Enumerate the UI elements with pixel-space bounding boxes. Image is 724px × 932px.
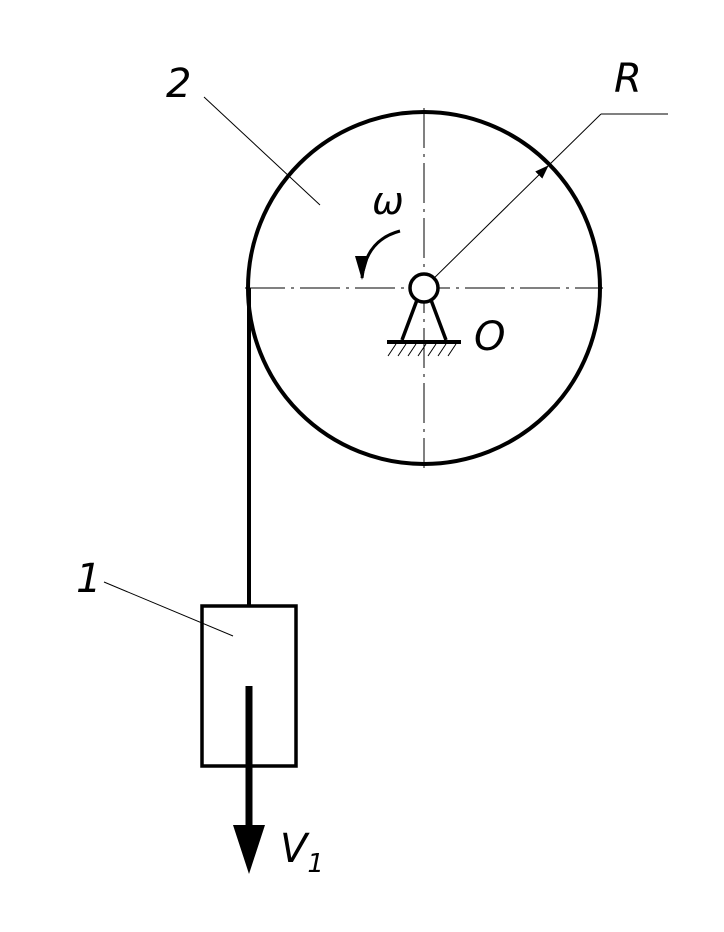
label-velocity-sub: 1 <box>307 849 324 879</box>
label-radius: R <box>614 56 642 102</box>
pivot-pin <box>408 272 440 304</box>
omega-rotation-arrow <box>355 229 401 280</box>
leader-line-2 <box>203 96 321 206</box>
pivot-support <box>387 272 461 357</box>
leader-line-1 <box>103 581 234 637</box>
label-velocity: V1 <box>280 826 324 879</box>
label-disk-2: 2 <box>166 61 191 107</box>
radius-dimension-line <box>423 165 549 289</box>
label-center-o: O <box>474 314 505 360</box>
label-block-1: 1 <box>76 556 101 602</box>
ground-hatching <box>387 343 457 357</box>
label-omega: ω <box>372 179 404 223</box>
velocity-arrowhead <box>233 825 265 874</box>
label-velocity-main: V <box>280 826 310 872</box>
radius-leader-line <box>547 113 602 167</box>
